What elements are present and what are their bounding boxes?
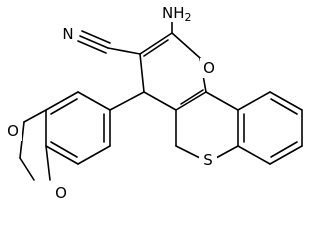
bond-c2-c3-double [143,39,169,57]
bond-c7-c6a [237,145,271,165]
atom-label-layer: NH2 N O S O O [4,2,218,203]
bond-c2-o1 [171,32,201,59]
bond-c4-c4a [143,91,177,111]
bond-c3-cn [107,47,141,55]
bond-a6-a1 [77,91,111,111]
bond-a2-a3 [77,145,111,165]
bond-c4-aryl [109,91,145,111]
bond-a5-a6 [45,91,79,111]
bond-cn-triple-3 [77,40,107,54]
bond-a3-a4-double [50,141,78,158]
atom-label-nitrile-n: N [62,25,73,43]
bond-c10b-c10a [205,91,239,111]
bond-c10-c9 [269,91,303,111]
atom-label-nh2: NH2 [162,4,192,24]
bond-cn-triple-2 [81,30,111,44]
bond-c4a-c10b-double [180,89,204,105]
molecule-structure-diagram: NH2 N O S O O [4,2,303,203]
bond-layer [19,21,303,181]
bond-a4-o-bottom [45,145,51,181]
bond-a5-a6-double [50,98,78,115]
bond-c8-c7-double [270,141,298,158]
bond-c10-c9-double [270,98,298,115]
bond-c4a-c10b [175,91,207,111]
atom-label-dioxole-o-top: O [7,122,19,140]
bond-c2-c3 [139,32,173,55]
atom-label-pyran-o: O [203,59,215,77]
bond-c10a-c10 [237,91,271,111]
atom-label-dioxole-o-bottom: O [55,184,67,202]
bond-cn-triple-1 [79,35,109,49]
bond-c8-c7 [269,145,303,165]
bond-c5-s [175,145,201,159]
bond-a3-a4 [45,145,79,165]
atom-label-thio-s: S [203,151,213,169]
bond-s-c6a [215,145,239,159]
bond-a5-o-top [23,109,47,123]
bond-ch2-o-bottom [19,157,35,181]
bond-c3-c4 [139,53,145,93]
